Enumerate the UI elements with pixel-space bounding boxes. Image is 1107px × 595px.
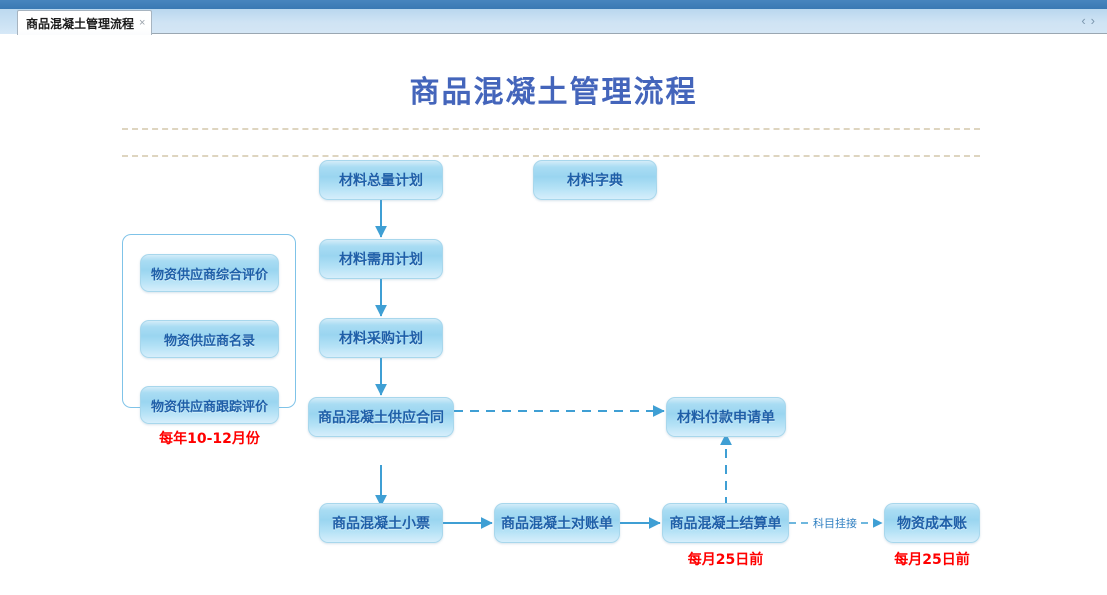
node-material-purchase-plan[interactable]: 材料采购计划 xyxy=(319,318,443,358)
browser-chrome: 商品混凝土管理流程 × ‹ › xyxy=(0,0,1107,36)
note-supplier-period: 每年10-12月份 xyxy=(159,431,260,447)
tab-active[interactable]: 商品混凝土管理流程 × xyxy=(17,10,153,35)
node-concrete-supply-contract[interactable]: 商品混凝土供应合同 xyxy=(308,397,454,437)
node-material-dictionary[interactable]: 材料字典 xyxy=(533,160,657,200)
node-concrete-reconciliation[interactable]: 商品混凝土对账单 xyxy=(494,503,620,543)
close-icon[interactable]: × xyxy=(139,16,146,29)
node-supplier-directory[interactable]: 物资供应商名录 xyxy=(140,320,279,358)
divider-bottom xyxy=(122,155,980,157)
chevron-right-icon[interactable]: › xyxy=(1090,13,1095,28)
page-title: 商品混凝土管理流程 xyxy=(409,75,698,110)
tab-label: 商品混凝土管理流程 xyxy=(26,16,135,31)
divider-top xyxy=(122,128,980,130)
connector-layer: 材料付款申请单 --> 材料付款申请单 --> 物资成本账 --> xyxy=(0,36,1107,595)
node-material-demand-plan[interactable]: 材料需用计划 xyxy=(319,239,443,279)
diagram-canvas: 商品混凝土管理流程 材料付款申请单 --> 材料付款申请单 xyxy=(0,36,1107,595)
tab-bar-left-stub xyxy=(0,9,17,34)
chevron-left-icon[interactable]: ‹ xyxy=(1081,13,1086,28)
edge-label-account-mapping: 科目挂接 xyxy=(812,515,858,531)
title-bar-strip xyxy=(0,0,1107,9)
note-cost-ledger-deadline: 每月25日前 xyxy=(894,552,970,568)
node-material-total-plan[interactable]: 材料总量计划 xyxy=(319,160,443,200)
node-supplier-overall-eval[interactable]: 物资供应商综合评价 xyxy=(140,254,279,292)
note-settlement-deadline: 每月25日前 xyxy=(687,552,764,568)
node-material-payment-request[interactable]: 材料付款申请单 xyxy=(666,397,786,437)
node-concrete-settlement[interactable]: 商品混凝土结算单 xyxy=(662,503,789,543)
node-material-cost-ledger[interactable]: 物资成本账 xyxy=(884,503,980,543)
tab-nav-controls: ‹ › xyxy=(1081,14,1095,27)
tab-bar xyxy=(0,9,1107,34)
node-supplier-tracking-eval[interactable]: 物资供应商跟踪评价 xyxy=(140,386,279,424)
node-concrete-ticket[interactable]: 商品混凝土小票 xyxy=(319,503,443,543)
